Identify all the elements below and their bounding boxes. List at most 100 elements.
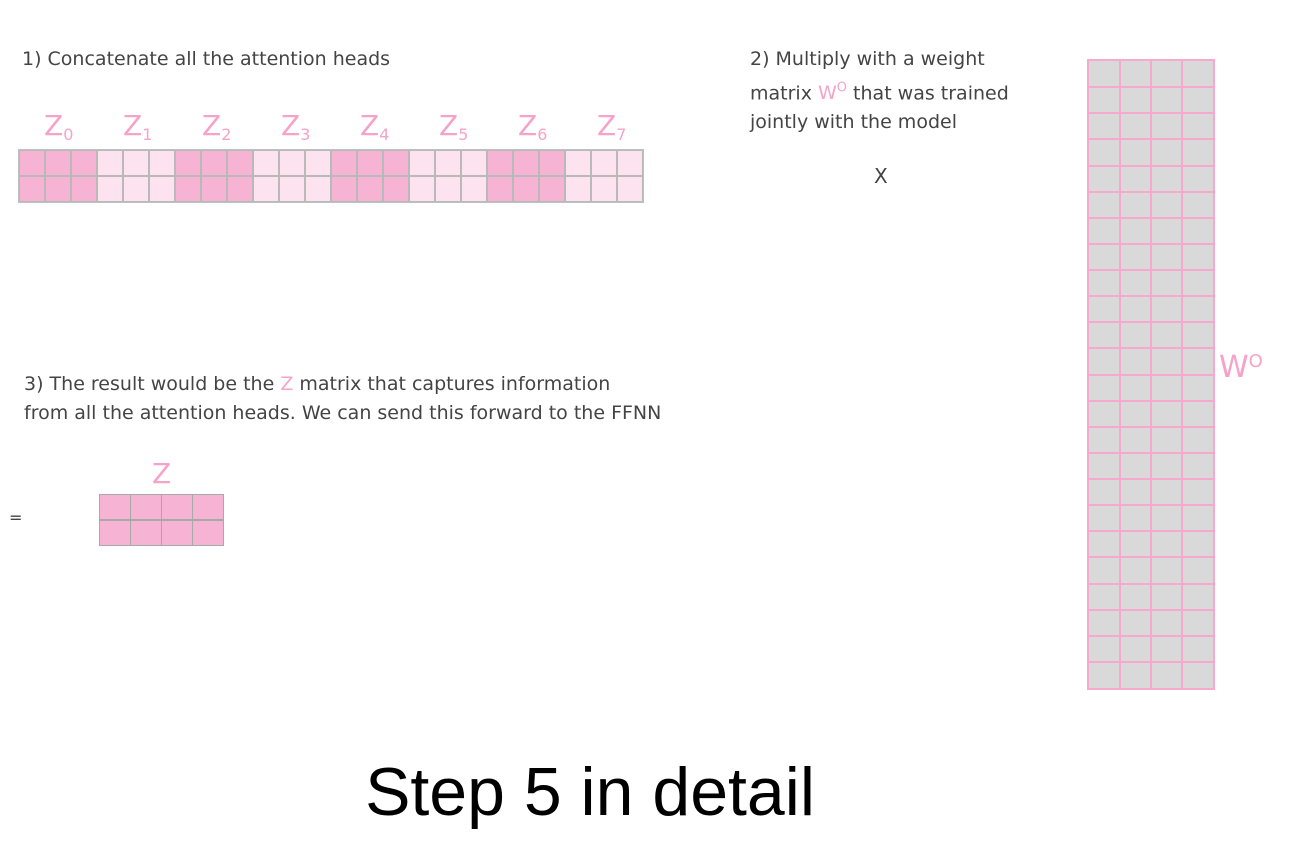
head-cell xyxy=(149,150,175,176)
step2-line2: matrix WO that was trained xyxy=(750,74,1009,108)
head-cell xyxy=(175,176,201,202)
head-label-z1: Z1 xyxy=(123,109,153,145)
head-cell xyxy=(565,150,591,176)
step2-line1: 2) Multiply with a weight xyxy=(750,48,985,70)
head-cell xyxy=(227,176,253,202)
z-cell xyxy=(99,520,131,546)
step1-text: 1) Concatenate all the attention heads xyxy=(22,48,391,70)
head-cell xyxy=(331,150,357,176)
weight-grid-hline xyxy=(1089,556,1213,559)
z-cell xyxy=(130,494,162,520)
head-cell xyxy=(97,176,123,202)
head-label-z4: Z4 xyxy=(360,109,390,145)
head-cell xyxy=(409,150,435,176)
head-cell xyxy=(45,150,71,176)
head-cell xyxy=(591,150,617,176)
z-cell xyxy=(161,494,193,520)
head-cell xyxy=(97,150,123,176)
head-label-z5: Z5 xyxy=(439,109,469,145)
head-cell xyxy=(201,176,227,202)
head-cell xyxy=(539,150,565,176)
z-cell xyxy=(130,520,162,546)
weight-grid-hline xyxy=(1089,478,1213,480)
head-cell xyxy=(357,176,383,202)
head-cell xyxy=(279,176,305,202)
head-cell xyxy=(617,176,643,202)
head-cell xyxy=(513,150,539,176)
head-cell xyxy=(227,150,253,176)
head-cell xyxy=(331,176,357,202)
head-cell xyxy=(305,150,331,176)
head-label-z2: Z2 xyxy=(202,109,232,145)
head-cell xyxy=(253,150,279,176)
head-cell xyxy=(487,176,513,202)
head-cell xyxy=(123,176,149,202)
weight-grid-hline xyxy=(1089,242,1213,245)
head-label-z3: Z3 xyxy=(281,109,311,145)
head-cell xyxy=(253,176,279,202)
head-cell xyxy=(539,176,565,202)
z-result-label: Z xyxy=(152,457,172,490)
z-cell xyxy=(99,494,131,520)
wo-matrix-label: WO xyxy=(1219,345,1263,385)
head-cell xyxy=(357,150,383,176)
concatenated-heads-matrix xyxy=(18,149,644,203)
weight-grid-hline xyxy=(1089,608,1213,611)
head-label-z6: Z6 xyxy=(518,109,548,145)
head-cell xyxy=(45,176,71,202)
weight-grid-hline xyxy=(1089,504,1213,507)
head-cell xyxy=(71,150,97,176)
head-cell xyxy=(71,176,97,202)
step3-line1-pre: 3) The result would be the xyxy=(24,373,281,395)
head-cell xyxy=(591,176,617,202)
step2-line2-post: that was trained xyxy=(847,82,1009,105)
step3-text: 3) The result would be the Z matrix that… xyxy=(24,370,661,428)
weight-grid-hline xyxy=(1089,164,1213,167)
head-cell xyxy=(617,150,643,176)
head-cell xyxy=(487,150,513,176)
head-label-z0: Z0 xyxy=(44,109,74,145)
wo-inline-label: WO xyxy=(817,81,848,105)
weight-grid-hline xyxy=(1089,216,1213,219)
head-cell xyxy=(201,150,227,176)
head-cell xyxy=(123,150,149,176)
z-cell xyxy=(161,520,193,546)
head-cell xyxy=(461,150,487,176)
weight-grid-hline xyxy=(1089,373,1213,376)
wo-inline-sup: O xyxy=(836,81,848,96)
wo-inline-w: W xyxy=(817,82,837,105)
weight-grid-hline xyxy=(1089,582,1213,585)
weight-grid-hline xyxy=(1089,347,1213,350)
head-cell xyxy=(279,150,305,176)
head-cell xyxy=(305,176,331,202)
head-cell xyxy=(461,176,487,202)
wo-label-w: W xyxy=(1219,350,1249,385)
head-cell xyxy=(383,176,409,202)
z-cell xyxy=(192,494,224,520)
weight-grid-hline xyxy=(1089,321,1213,324)
times-operator: X xyxy=(874,164,888,188)
z-cell xyxy=(192,520,224,546)
step3-line1-post: matrix that captures information xyxy=(293,373,611,395)
weight-grid-hline xyxy=(1089,660,1213,663)
step2-line3: jointly with the model xyxy=(750,111,957,134)
head-cell xyxy=(175,150,201,176)
weight-grid-hline xyxy=(1089,295,1213,298)
weight-grid-hline xyxy=(1089,634,1213,637)
step2-line2-pre: matrix xyxy=(750,82,818,105)
weight-grid-hline xyxy=(1089,425,1213,428)
head-cell xyxy=(409,176,435,202)
z-inline-label: Z xyxy=(280,373,294,395)
weight-grid-hline xyxy=(1089,451,1213,454)
head-cell xyxy=(435,176,461,202)
weight-grid-hline xyxy=(1089,138,1213,141)
step3-line1: 3) The result would be the Z matrix that… xyxy=(24,370,661,399)
weight-grid-hline xyxy=(1089,530,1213,533)
step3-line2: from all the attention heads. We can sen… xyxy=(24,402,662,424)
head-cell xyxy=(435,150,461,176)
equals-operator: = xyxy=(9,508,23,527)
head-cell xyxy=(383,150,409,176)
weight-grid-hline xyxy=(1089,112,1213,115)
slide-caption: Step 5 in detail xyxy=(365,754,815,830)
weight-grid-hline xyxy=(1089,399,1213,402)
